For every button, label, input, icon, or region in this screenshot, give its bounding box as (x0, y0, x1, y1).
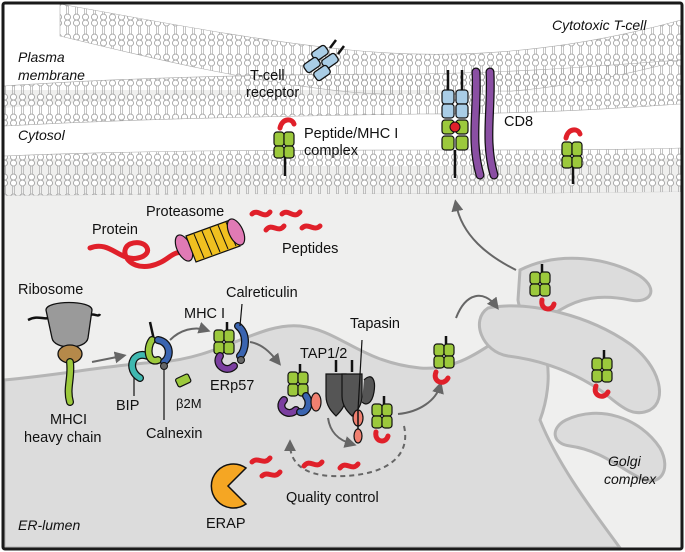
golgi-cisterna-2 (477, 304, 661, 415)
arrow-bip-to-mhc (169, 322, 211, 341)
golgi-mhc-1-icon (529, 264, 557, 312)
membrane-mhc-right-icon (561, 127, 583, 184)
golgi-mhc-2-icon (591, 350, 613, 399)
peptides-icon (249, 209, 323, 233)
peptide-mhc-complex-icon (273, 117, 297, 176)
label-b2m: β2M (176, 396, 202, 411)
region-label-plasma-membrane-1: Plasma (18, 49, 65, 65)
label-quality-control: Quality control (286, 490, 379, 506)
golgi-cisterna-3 (553, 411, 667, 483)
label-calnexin: Calnexin (146, 426, 202, 442)
proteasome-icon (174, 218, 246, 263)
protein-chain-icon (87, 240, 189, 269)
t-cell-receptor-icon (303, 39, 345, 82)
arrow-vesicle-to-golgi (455, 294, 499, 319)
label-erp57: ERp57 (210, 378, 254, 394)
label-calreticulin: Calreticulin (226, 285, 298, 301)
region-label-er-lumen: ER-lumen (18, 517, 80, 533)
label-peptide-mhc-2: complex (304, 143, 359, 159)
arrow-mhc-to-tap (249, 341, 281, 366)
region-label-golgi-2: complex (604, 471, 657, 487)
label-cd8: CD8 (504, 114, 533, 130)
er-peptides-icon (249, 455, 361, 479)
label-protein: Protein (92, 222, 138, 238)
arrow-ribosome-to-bip (91, 351, 127, 364)
tcr-cd8-mhc-complex-icon (441, 67, 499, 180)
ribosome-icon (27, 301, 102, 406)
label-mhci-heavy-2: heavy chain (24, 430, 101, 446)
region-label-t-cell: Cytotoxic T-cell (552, 17, 647, 33)
b2m-icon (175, 373, 192, 388)
label-proteasome: Proteasome (146, 204, 224, 220)
label-erap: ERAP (206, 516, 246, 532)
label-tapasin: Tapasin (350, 316, 400, 332)
erap-icon (210, 463, 248, 509)
arrow-er-to-vesicle (397, 381, 444, 415)
label-peptides: Peptides (282, 241, 338, 257)
region-label-plasma-membrane-2: membrane (18, 67, 85, 83)
label-tcr-2: receptor (246, 85, 299, 101)
label-mhc-i: MHC I (184, 306, 225, 322)
bip-calnexin-icon (128, 321, 173, 420)
loaded-mhc-er-icon (371, 396, 393, 444)
mhc-calreticulin-erp57-icon (213, 303, 249, 373)
peptide-loading-complex-icon (277, 339, 376, 444)
label-mhci-heavy-1: MHCI (50, 412, 87, 428)
label-tcr-1: T-cell (250, 68, 285, 84)
arrow-tap-down (327, 417, 357, 448)
region-label-golgi-1: Golgi (608, 453, 642, 469)
label-tap: TAP1/2 (300, 346, 347, 362)
label-bip: BIP (116, 398, 139, 414)
region-label-cytosol: Cytosol (18, 127, 66, 143)
label-ribosome: Ribosome (18, 282, 83, 298)
arrow-golgi-to-membrane (451, 199, 517, 271)
quality-control-loop (284, 425, 407, 478)
label-peptide-mhc-1: Peptide/MHC I (304, 126, 398, 142)
vesicle-mhc-icon (432, 336, 455, 385)
